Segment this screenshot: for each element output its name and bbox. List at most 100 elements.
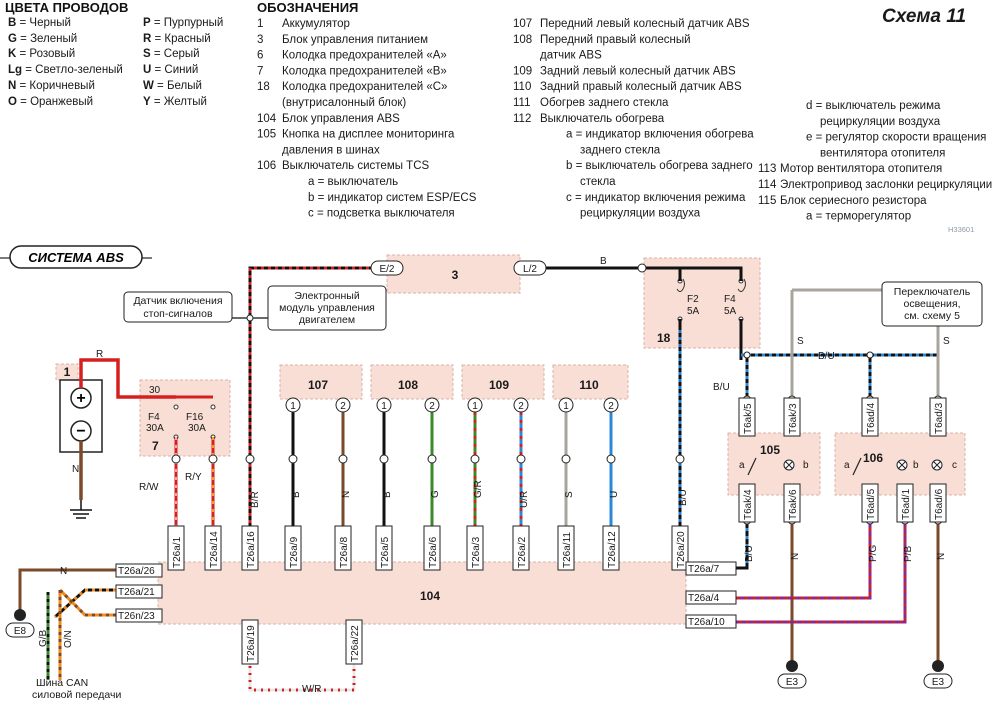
light-switch-callout: Переключатель освещения, см. схему 5 [881,281,983,327]
designation-number: 105 [257,129,276,141]
svg-text:T26a/4: T26a/4 [688,593,720,604]
component-107-front-left-abs-sensor: 107 [279,364,363,400]
legend-name: Зеленый [30,33,77,45]
designation-text: Мотор вентилятора отопителя [780,163,942,175]
designation-text: Задний левый колесный датчик ABS [540,65,736,77]
svg-text:R/W: R/W [139,482,159,493]
designation-text: Выключатель системы TCS [282,160,430,172]
svg-text:S: S [943,336,950,347]
svg-text:T26a/7: T26a/7 [688,564,720,575]
wiring [18,266,940,692]
designation-row: вентилятора отопителя [820,147,945,159]
svg-text:T26a/2: T26a/2 [517,536,528,568]
svg-text:стоп-сигналов: стоп-сигналов [143,308,213,320]
designation-number: 3 [257,34,263,46]
designation-text: Передний левый колесный датчик ABS [540,18,750,30]
designation-row: 108 Передний правый колесный [513,34,691,46]
legend-code: P [143,17,151,29]
svg-text:S: S [797,336,804,347]
svg-text:N: N [936,553,947,560]
component-104-abs-control-unit: 104 [157,561,687,625]
svg-text:T26a/11: T26a/11 [562,532,573,568]
designation-text: Передний правый колесный [540,34,691,46]
connector-pins-105-106: T6ak/5 T6ak/3 T6ad/4 T6ad/3 T6ak/4 T6ak/… [738,397,947,523]
svg-text:освещения,: освещения, [903,298,960,310]
terminal-30-label: 30 [149,385,161,396]
svg-text:R/Y: R/Y [185,472,202,483]
designation-row: датчик ABS [540,50,602,62]
wire-label: B [600,256,607,267]
svg-text:T26a/19: T26a/19 [246,625,257,662]
svg-text:G/B: G/B [38,629,49,647]
svg-text:W/R: W/R [302,684,321,695]
ground-e3-105: E3 [777,660,807,689]
designation-text: рециркуляции воздуха [820,116,941,128]
wire-tag: E/2 [379,264,394,275]
wire-color-legend: ЦВЕТА ПРОВОДОВ B = Черный G = Зеленый K … [5,0,223,108]
system-label: СИСТЕМА ABS [0,245,152,269]
designation-row: c = индикатор включения режима [566,192,746,204]
designation-number: 110 [513,81,531,93]
designation-text: давления в шинах [282,144,380,156]
svg-text:T26a/12: T26a/12 [607,531,618,568]
designation-text: a = индикатор включения обогрева [566,129,754,141]
legend-code: B [8,17,16,29]
component-number: 107 [308,378,328,392]
designation-text: рециркуляции воздуха [580,208,701,220]
component-1-battery: 1 + − [55,363,103,453]
designation-text: Обогрев заднего стекла [540,97,669,109]
component-108-front-right-abs-sensor: 108 [370,364,454,400]
system-label-text: СИСТЕМА ABS [28,250,124,265]
legend-name: Коричневый [29,80,94,92]
svg-text:N: N [341,491,352,498]
designation-text: Блок сериесного резистора [780,195,927,207]
designation-text: c = индикатор включения режима [566,192,746,204]
svg-text:Переключатель: Переключатель [894,286,971,298]
minus-icon: − [76,423,85,440]
designation-row: рециркуляции воздуха [580,208,701,220]
svg-text:T26a/9: T26a/9 [289,536,300,568]
bus-tags: E/2 L/2 B [370,256,607,276]
designation-text: датчик ABS [540,50,602,62]
pin-number: 2 [429,401,435,412]
sensor-pins: 1 2 1 2 1 2 1 2 [285,397,619,413]
svg-text:U: U [609,491,620,498]
legend-name: Серый [164,48,200,60]
svg-text:E3: E3 [932,677,945,688]
ground-e8: E8 [5,609,35,638]
svg-text:N = Коричневый: N = Коричневый [8,80,95,92]
legend-name: Розовый [29,48,75,60]
connector-pins-104-right: T26a/7 T26a/4 T26a/10 [685,561,737,629]
svg-text:B: B [382,491,393,498]
fuse-label: F16 [186,412,204,423]
ecm-callout: Электронный модуль управления двигателем [267,285,387,331]
svg-text:T6ad/6: T6ad/6 [934,488,945,520]
wire-tag: L/2 [523,264,537,275]
svg-text:T26a/21: T26a/21 [118,587,155,598]
svg-text:W = Белый: W = Белый [143,80,202,92]
reference-code: H33601 [948,225,974,234]
designation-number: 108 [513,34,532,46]
brake-switch-callout: Датчик включения стоп-сигналов [123,291,233,323]
pin-number: 2 [340,401,346,412]
pin-number: 2 [608,401,614,412]
svg-text:T26a/3: T26a/3 [471,536,482,568]
component-18-fuse-block-c: 18 F2 5A F4 5A [643,257,761,349]
svg-text:Шина CAN: Шина CAN [36,677,88,689]
designation-row: стекла [580,176,616,188]
switch-contact [852,457,862,476]
legend-code: W [143,80,154,92]
pin-number: 1 [472,401,478,412]
svg-text:Y = Желтый: Y = Желтый [143,96,207,108]
svg-text:R = Красный: R = Красный [143,33,211,45]
